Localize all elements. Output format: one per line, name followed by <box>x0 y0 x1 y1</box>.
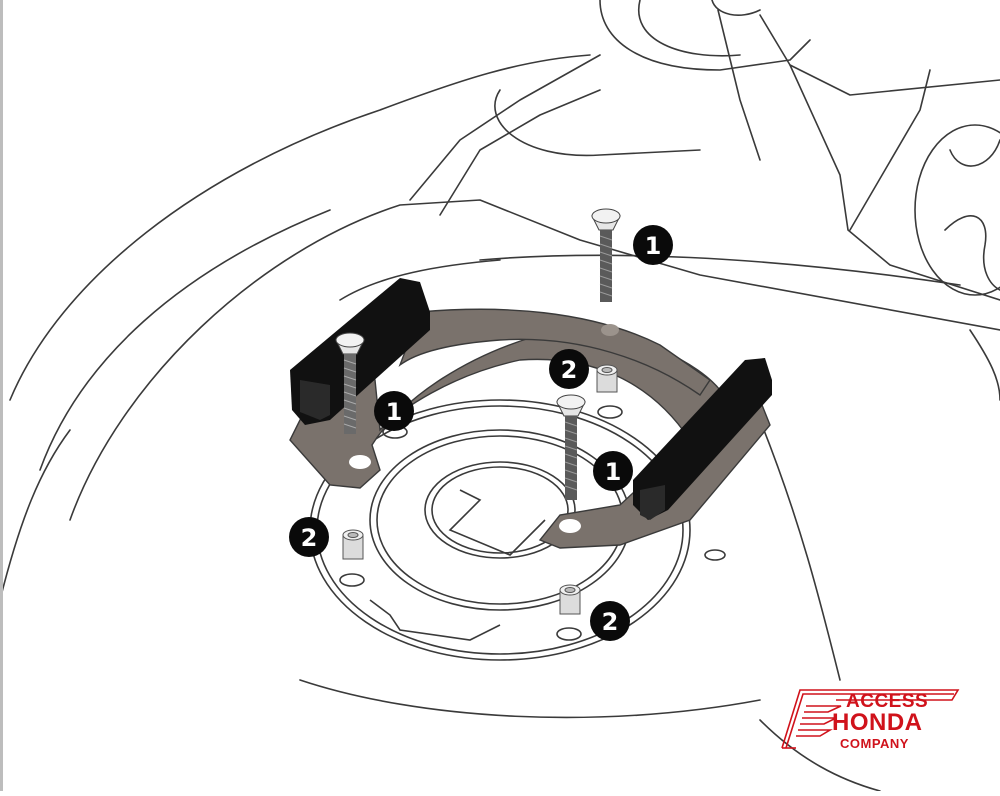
image-border <box>0 0 3 791</box>
logo-line-honda: HONDA <box>832 709 923 736</box>
spacers <box>342 364 618 615</box>
callouts: 1 1 1 2 2 2 <box>289 225 673 641</box>
screw-2 <box>335 332 365 434</box>
access-honda-logo: ACCESS HONDA COMPANY <box>776 686 966 756</box>
svg-text:2: 2 <box>602 608 619 636</box>
logo-line-access: ACCESS <box>846 691 929 712</box>
callout-screw-1: 1 <box>633 225 673 265</box>
callout-spacer-1: 2 <box>549 349 589 389</box>
svg-text:2: 2 <box>561 356 578 384</box>
screws <box>335 208 621 500</box>
screw-1 <box>591 208 621 302</box>
callout-spacer-3: 2 <box>590 601 630 641</box>
callout-screw-2: 1 <box>374 391 414 431</box>
callout-screw-3: 1 <box>593 451 633 491</box>
callout-spacer-2: 2 <box>289 517 329 557</box>
rubber-blocks <box>290 278 772 520</box>
spacer-3 <box>559 584 581 615</box>
svg-text:1: 1 <box>645 232 662 260</box>
svg-text:2: 2 <box>301 524 318 552</box>
spacer-1 <box>596 364 618 393</box>
spacer-2 <box>342 529 364 560</box>
logo-swoosh-icon <box>781 689 960 749</box>
logo-line-company: COMPANY <box>840 736 909 751</box>
svg-text:1: 1 <box>605 458 622 486</box>
screw-3 <box>556 394 586 500</box>
svg-text:1: 1 <box>386 398 403 426</box>
